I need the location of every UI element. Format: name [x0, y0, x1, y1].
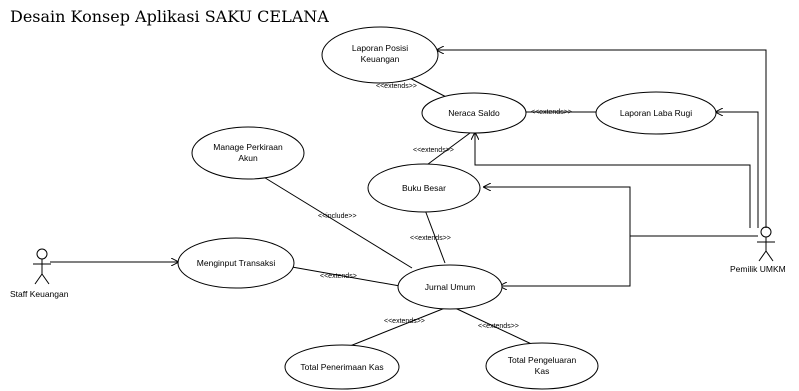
usecase-label: Keuangan: [361, 54, 400, 64]
usecase-label: Neraca Saldo: [448, 108, 500, 118]
line-bukubesar-jurnal: [424, 209, 446, 264]
usecase-label: Total Pengeluaran: [508, 355, 577, 365]
line-menginput-jurnal: [291, 266, 401, 287]
stick-figure-icon: [757, 226, 775, 262]
usecase-label: Buku Besar: [402, 183, 446, 193]
usecase-total-pengeluaran-kas[interactable]: Total Pengeluaran Kas: [485, 342, 599, 390]
arrow-owner-bukubesar: [484, 187, 631, 236]
usecase-jurnal-umum[interactable]: Jurnal Umum: [397, 264, 503, 310]
usecase-label: Akun: [238, 153, 258, 163]
line-manage-jurnal: [261, 175, 413, 269]
usecase-label: Jurnal Umum: [425, 282, 476, 292]
diagram-title: Desain Konsep Aplikasi SAKU CELANA: [10, 7, 329, 26]
usecase-laporan-laba-rugi[interactable]: Laporan Laba Rugi: [595, 91, 717, 135]
usecase-neraca-saldo[interactable]: Neraca Saldo: [421, 92, 527, 134]
usecase-buku-besar[interactable]: Buku Besar: [367, 163, 481, 213]
stick-figure-icon: [33, 248, 51, 285]
usecase-menginput-transaksi[interactable]: Menginput Transaksi: [177, 237, 295, 289]
usecase-label: Laporan Posisi: [352, 43, 408, 53]
line-jurnal-pengeluaran: [454, 307, 541, 349]
usecase-label: Kas: [535, 366, 550, 376]
include-label-manage: <<include>>: [318, 213, 357, 220]
extends-label-labarugi: <<extends>>: [531, 109, 572, 116]
extends-label-jurnal: <<extends>>: [410, 235, 451, 242]
usecase-label: Manage Perkiraan: [213, 142, 283, 152]
actor-label: Pemilik UMKM: [730, 264, 786, 274]
usecase-label: Laporan Laba Rugi: [620, 108, 692, 118]
usecase-laporan-posisi-keuangan[interactable]: Laporan Posisi Keuangan: [321, 26, 439, 84]
usecase-label: Total Penerimaan Kas: [300, 362, 383, 372]
usecase-total-penerimaan-kas[interactable]: Total Penerimaan Kas: [284, 344, 400, 390]
line-jurnal-penerimaan: [344, 307, 446, 349]
extends-label-posisi: <<extends>>: [376, 83, 417, 90]
actor-staff-keuangan[interactable]: Staff Keuangan: [10, 248, 69, 299]
arrow-owner-neraca: [475, 133, 751, 228]
arrow-owner-jurnal: [500, 236, 631, 286]
usecase-label: Menginput Transaksi: [197, 258, 276, 268]
usecase-manage-perkiraan-akun[interactable]: Manage Perkiraan Akun: [191, 126, 305, 180]
extends-label-bukubesar: <<extends>>: [413, 147, 454, 154]
extends-label-penerimaan: <<extends>>: [384, 318, 425, 325]
actor-label: Staff Keuangan: [10, 289, 69, 299]
extends-label-menginput: <<extends>: [320, 273, 357, 280]
extends-label-pengeluaran: <<extends>>: [478, 323, 519, 330]
arrow-owner-labarugi: [716, 112, 759, 228]
arrow-owner-posisi: [437, 50, 767, 228]
actor-pemilik-umkm[interactable]: Pemilik UMKM: [730, 226, 786, 274]
